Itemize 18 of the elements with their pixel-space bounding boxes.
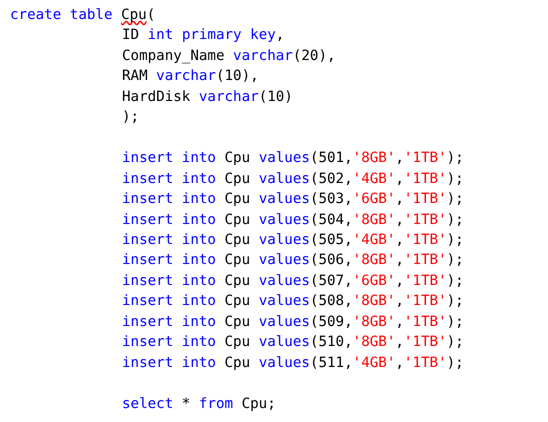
code-line: insert into Cpu values(502,'4GB','1TB'); (122, 170, 464, 189)
code-line: insert into Cpu values(505,'4GB','1TB'); (122, 230, 464, 250)
code-line: insert into Cpu values(501,'8GB','1TB'); (122, 149, 464, 168)
code-line: insert into Cpu values(503,'6GB','1TB'); (122, 190, 464, 210)
code-line: ); (122, 108, 140, 128)
code-line: insert into Cpu values(508,'8GB','1TB'); (122, 292, 464, 312)
code-line: ID int primary key, (122, 26, 284, 46)
code-line: HardDisk varchar(10) (122, 88, 293, 107)
code-line: insert into Cpu values(504,'8GB','1TB'); (122, 210, 464, 230)
code-line: Company_Name varchar(20), (122, 46, 336, 66)
code-line: insert into Cpu values(510,'8GB','1TB'); (122, 333, 464, 352)
code-line: create table Cpu( (10, 6, 156, 25)
code-line: insert into Cpu values(509,'8GB','1TB'); (122, 312, 464, 332)
code-line: insert into Cpu values(507,'6GB','1TB'); (122, 272, 464, 291)
code-line: RAM varchar(10), (122, 67, 259, 86)
code-line: insert into Cpu values(511,'4GB','1TB'); (122, 354, 464, 373)
code-line: select * from Cpu; (122, 394, 276, 414)
code-line: insert into Cpu values(506,'8GB','1TB'); (122, 251, 464, 270)
